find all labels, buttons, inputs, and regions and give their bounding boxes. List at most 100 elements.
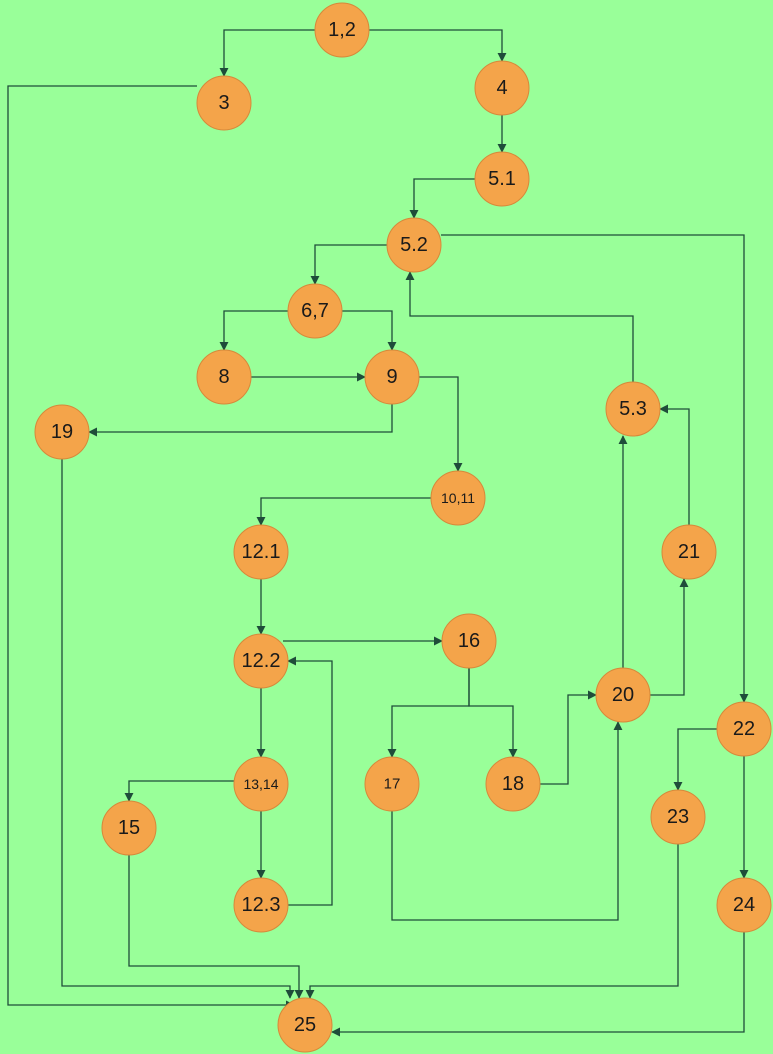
edge-23-to-25 xyxy=(305,844,679,999)
node-circle xyxy=(474,60,530,116)
node-label: 23 xyxy=(667,806,689,828)
node-20: 20 xyxy=(595,667,651,723)
node-label: 18 xyxy=(502,773,524,795)
node-12-1: 12.1 xyxy=(233,524,289,580)
nodes-layer: 1,2 3 4 5.1 5.2 6,7 8 9 19 5.3 10,11 12.1 21 12.2 16 20… xyxy=(34,2,772,1053)
node-label: 15 xyxy=(118,817,140,839)
node-12-2: 12.2 xyxy=(233,633,289,689)
node-label: 13,14 xyxy=(243,776,278,792)
node-5-3: 5.3 xyxy=(605,381,661,437)
edge-20-to-21 xyxy=(650,578,689,696)
node-label: 21 xyxy=(678,541,700,563)
node-circle xyxy=(287,283,343,339)
node-12-3: 12.3 xyxy=(233,877,289,933)
node-circle xyxy=(196,349,252,405)
node-label: 19 xyxy=(51,421,73,443)
edge-5_2-to-6_7 xyxy=(310,244,387,285)
node-24: 24 xyxy=(716,877,772,933)
node-label: 24 xyxy=(733,894,755,916)
node-10-11: 10,11 xyxy=(430,470,486,526)
node-circle xyxy=(430,470,486,526)
node-25: 25 xyxy=(277,997,333,1053)
edge-24-to-25 xyxy=(331,932,745,1037)
node-label: 6,7 xyxy=(301,300,329,322)
node-circle xyxy=(314,2,370,58)
node-label: 16 xyxy=(458,630,480,652)
edge-21-to-5_3 xyxy=(659,404,690,525)
node-circle xyxy=(277,997,333,1053)
node-5-2: 5.2 xyxy=(386,217,442,273)
node-circle xyxy=(364,756,420,812)
node-circle xyxy=(716,701,772,757)
edge-22-to-23 xyxy=(673,728,717,791)
node-23: 23 xyxy=(650,789,706,845)
node-label: 9 xyxy=(386,366,397,388)
edges-layer xyxy=(7,29,749,1037)
node-18: 18 xyxy=(485,756,541,812)
node-label: 12.2 xyxy=(242,650,281,672)
node-label: 5.2 xyxy=(400,234,428,256)
edge-6_7-to-9 xyxy=(342,310,397,351)
node-13-14: 13,14 xyxy=(233,756,289,812)
edge-16-to-18 xyxy=(468,668,518,758)
node-6-7: 6,7 xyxy=(287,283,343,339)
node-5-1: 5.1 xyxy=(474,151,530,207)
node-label: 4 xyxy=(496,77,507,99)
node-label: 12.1 xyxy=(242,541,281,563)
node-label: 3 xyxy=(218,92,229,114)
edge-5_1-to-5_2 xyxy=(409,178,475,219)
edge-12_3-to-12_2 xyxy=(287,656,333,906)
node-circle xyxy=(196,75,252,131)
node-label: 8 xyxy=(218,366,229,388)
node-circle xyxy=(101,800,157,856)
node-circle xyxy=(364,349,420,405)
node-circle xyxy=(34,404,90,460)
node-label: 20 xyxy=(612,684,634,706)
node-circle xyxy=(441,613,497,669)
node-label: 1,2 xyxy=(328,19,356,41)
edge-9-to-10_11 xyxy=(419,376,463,472)
edge-15-to-25 xyxy=(128,855,304,999)
node-17: 17 xyxy=(364,756,420,812)
edge-10_11-to-12_1 xyxy=(256,497,431,526)
node-1-2: 1,2 xyxy=(314,2,370,58)
node-circle xyxy=(386,217,442,273)
edge-1_2-to-4 xyxy=(369,29,507,62)
node-circle xyxy=(485,756,541,812)
edge-17-to-20 xyxy=(391,721,623,921)
edge-13_14-to-15 xyxy=(124,780,234,802)
edge-6_7-to-8 xyxy=(219,310,288,351)
edge-1_2-to-3 xyxy=(219,29,315,77)
node-22: 22 xyxy=(716,701,772,757)
node-label: 17 xyxy=(384,776,401,793)
node-label: 5.1 xyxy=(488,168,516,190)
node-circle xyxy=(474,151,530,207)
node-circle xyxy=(650,789,706,845)
node-circle xyxy=(233,877,289,933)
node-19: 19 xyxy=(34,404,90,460)
node-circle xyxy=(595,667,651,723)
edge-19-to-25 xyxy=(61,459,295,999)
edge-9-to-19 xyxy=(88,404,393,437)
edge-18-to-20 xyxy=(540,690,597,785)
node-16: 16 xyxy=(441,613,497,669)
node-4: 4 xyxy=(474,60,530,116)
node-circle xyxy=(233,633,289,689)
node-circle xyxy=(716,877,772,933)
node-label: 22 xyxy=(733,718,755,740)
edge-16-to-17 xyxy=(387,668,470,758)
node-circle xyxy=(661,524,717,580)
node-9: 9 xyxy=(364,349,420,405)
edge-5_2-to-22 xyxy=(441,234,749,703)
node-circle xyxy=(233,756,289,812)
edge-5_3-to-5_2 xyxy=(405,271,634,382)
edge-3-to-25 xyxy=(7,85,295,1010)
node-label: 25 xyxy=(294,1014,316,1036)
node-8: 8 xyxy=(196,349,252,405)
node-15: 15 xyxy=(101,800,157,856)
node-label: 12.3 xyxy=(242,894,281,916)
node-21: 21 xyxy=(661,524,717,580)
node-label: 10,11 xyxy=(441,490,475,506)
node-3: 3 xyxy=(196,75,252,131)
